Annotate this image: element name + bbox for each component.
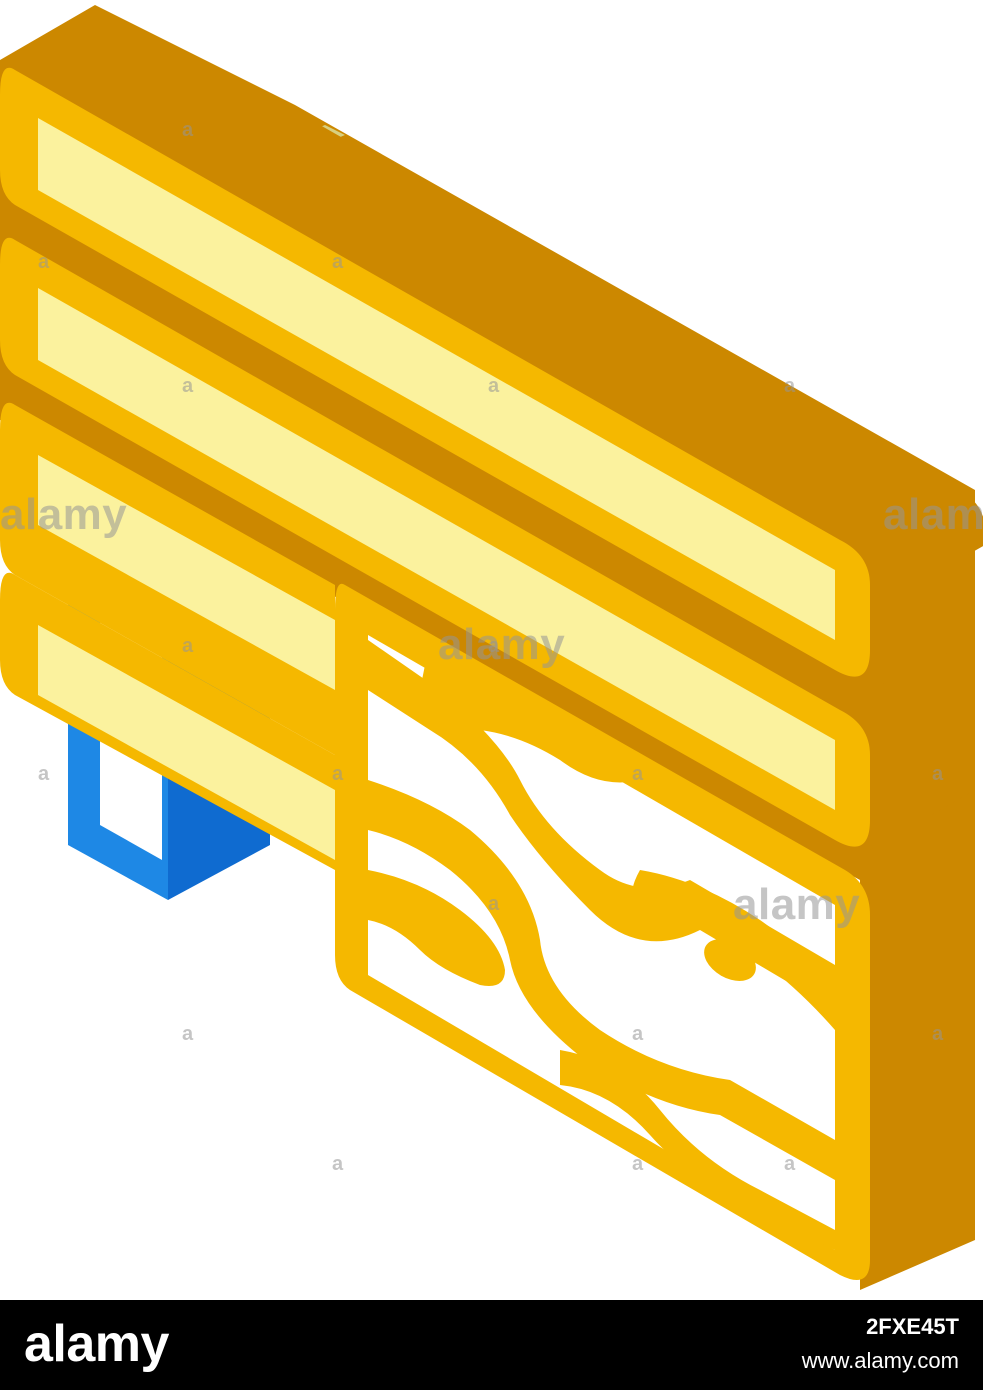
watermark-small-a-group: a a a a a a a a a a a a a a a a a a a bbox=[38, 119, 944, 1175]
svg-text:a: a bbox=[488, 635, 500, 657]
pallet-board-illustration: a a a a a a a a a a a a a a a a a a a al… bbox=[0, 5, 983, 1290]
second-board bbox=[0, 237, 975, 850]
wood-grain-board bbox=[335, 583, 870, 1280]
footer-image-id: 2FXE45T bbox=[866, 1314, 959, 1339]
svg-text:a: a bbox=[632, 763, 644, 785]
svg-text:a: a bbox=[632, 1023, 644, 1045]
svg-text:a: a bbox=[332, 1153, 344, 1175]
svg-text:a: a bbox=[332, 251, 344, 273]
svg-text:a: a bbox=[182, 375, 194, 397]
stock-footer-bar: alamy 2FXE45T www.alamy.com bbox=[0, 1300, 983, 1390]
svg-text:a: a bbox=[182, 119, 194, 141]
footer-logo: alamy bbox=[24, 1315, 169, 1373]
footer-url: www.alamy.com bbox=[801, 1348, 959, 1373]
svg-text:a: a bbox=[784, 375, 796, 397]
fourth-board bbox=[0, 572, 335, 870]
svg-text:a: a bbox=[488, 893, 500, 915]
svg-text:a: a bbox=[182, 1023, 194, 1045]
svg-text:a: a bbox=[488, 375, 500, 397]
svg-text:a: a bbox=[38, 763, 50, 785]
svg-text:a: a bbox=[932, 763, 944, 785]
svg-text:a: a bbox=[932, 1023, 944, 1045]
svg-text:a: a bbox=[784, 1153, 796, 1175]
svg-text:a: a bbox=[332, 763, 344, 785]
svg-text:a: a bbox=[182, 635, 194, 657]
third-board bbox=[0, 402, 335, 755]
top-board bbox=[0, 64, 983, 690]
svg-text:a: a bbox=[38, 251, 50, 273]
svg-text:a: a bbox=[632, 1153, 644, 1175]
